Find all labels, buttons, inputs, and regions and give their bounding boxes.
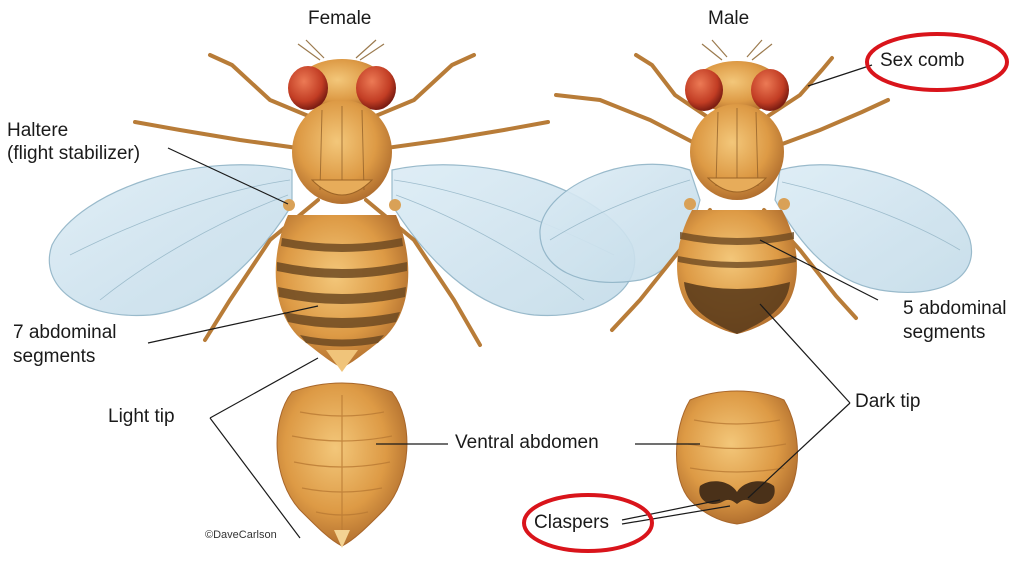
label-seven-segments: 7 abdominal <box>13 322 117 344</box>
male-left-eye <box>685 69 723 111</box>
label-sex-comb: Sex comb <box>880 50 964 72</box>
female-ventral-abdomen <box>277 383 407 548</box>
label-claspers: Claspers <box>534 512 609 534</box>
label-seven-segments-sub: segments <box>13 346 95 368</box>
male-right-wing <box>775 165 972 293</box>
female-right-eye <box>356 66 396 110</box>
male-left-wing <box>540 164 700 282</box>
credit-text: ©DaveCarlson <box>205 529 277 541</box>
male-right-eye <box>751 69 789 111</box>
heading-female: Female <box>308 8 371 30</box>
label-dark-tip: Dark tip <box>855 391 920 413</box>
male-ventral-abdomen <box>677 391 798 524</box>
female-left-eye <box>288 66 328 110</box>
male-dark-tip <box>684 282 790 334</box>
female-bristles <box>298 40 384 60</box>
label-haltere: Haltere <box>7 120 68 142</box>
label-five-segments-sub: segments <box>903 322 985 344</box>
female-fly <box>49 40 634 372</box>
label-haltere-sub: (flight stabilizer) <box>7 143 140 165</box>
female-left-wing <box>49 165 292 316</box>
label-five-segments: 5 abdominal <box>903 298 1007 320</box>
heading-male: Male <box>708 8 749 30</box>
label-ventral-abdomen: Ventral abdomen <box>455 432 599 454</box>
label-light-tip: Light tip <box>108 406 175 428</box>
